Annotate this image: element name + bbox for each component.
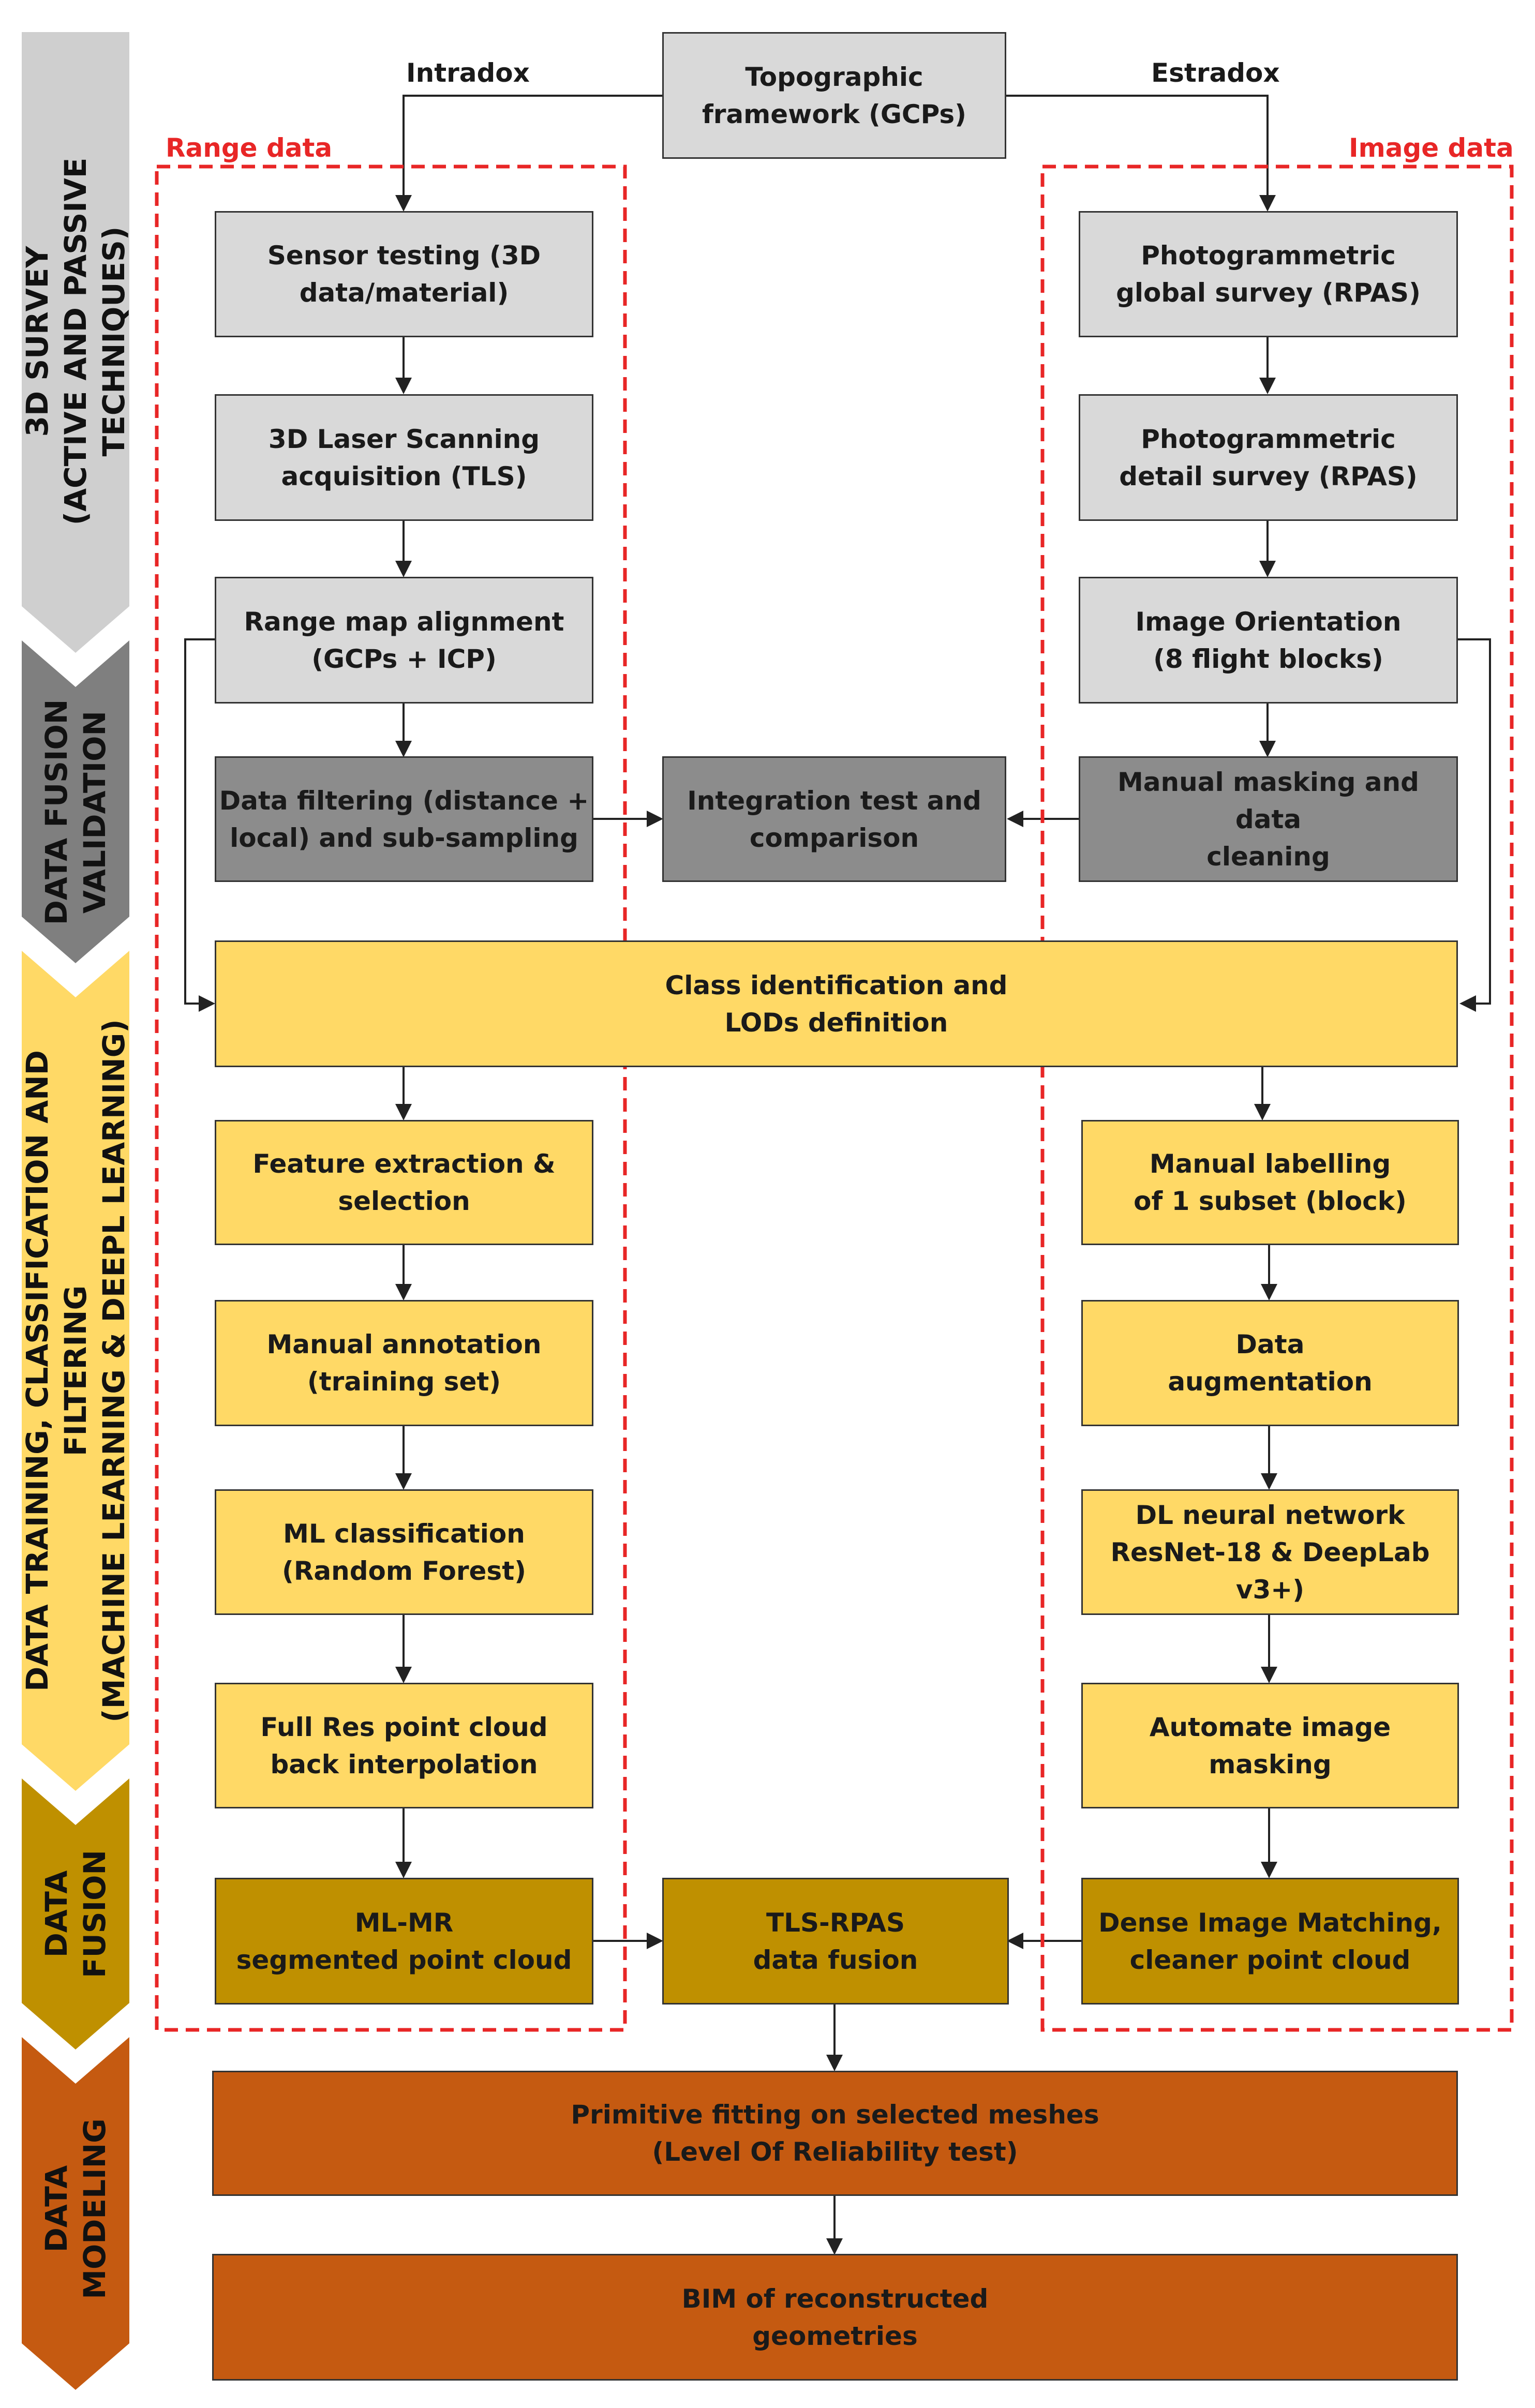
tls-rpas-fusion-box: TLS-RPAS data fusion (662, 1878, 1009, 2005)
range-data-group-border (155, 164, 627, 2032)
phase-training-shape (22, 951, 129, 1791)
dl-neural-network-box: DL neural network ResNet-18 & DeepLab v3… (1081, 1489, 1459, 1615)
estradox-label: Estradox (1151, 58, 1280, 88)
image-data-label: Image data (1349, 133, 1514, 163)
primitive-fitting-box: Primitive fitting on selected meshes (Le… (212, 2071, 1458, 2196)
arrow-orient-class (1458, 638, 1491, 1012)
full-res-point-cloud-box: Full Res point cloud back interpolation (215, 1683, 593, 1808)
feature-extraction-box: Feature extraction & selection (215, 1120, 593, 1245)
class-identification-box: Class identification and LODs definition (215, 940, 1458, 1067)
phase-survey-shape (22, 32, 129, 653)
bim-box: BIM of reconstructed geometries (212, 2254, 1458, 2381)
manual-labelling-box: Manual labelling of 1 subset (block) (1081, 1120, 1459, 1245)
ml-mr-point-cloud-box: ML-MR segmented point cloud (215, 1878, 593, 2005)
photogrammetric-detail-box: Photogrammetric detail survey (RPAS) (1079, 394, 1458, 521)
image-data-group-border (1040, 164, 1514, 2032)
topographic-framework-box: Topographic framework (GCPs) (662, 32, 1006, 159)
phase-fusion-shape (22, 1778, 129, 2050)
arrow-range-class (184, 638, 215, 1012)
phase-modeling-shape (22, 2037, 129, 2390)
dense-image-matching-box: Dense Image Matching, cleaner point clou… (1081, 1878, 1459, 2005)
manual-annotation-box: Manual annotation (training set) (215, 1300, 593, 1426)
data-filtering-box: Data filtering (distance + local) and su… (215, 756, 593, 882)
manual-masking-box: Manual masking and data cleaning (1079, 756, 1458, 882)
photogrammetric-global-box: Photogrammetric global survey (RPAS) (1079, 211, 1458, 337)
laser-scanning-box: 3D Laser Scanning acquisition (TLS) (215, 394, 593, 521)
range-map-alignment-box: Range map alignment (GCPs + ICP) (215, 577, 593, 704)
phase-validation-shape (22, 640, 129, 963)
integration-test-box: Integration test and comparison (662, 756, 1006, 882)
intradox-label: Intradox (406, 58, 530, 88)
automate-image-masking-box: Automate image masking (1081, 1683, 1459, 1808)
arrow-topo-photo-global (1006, 95, 1276, 212)
range-data-label: Range data (166, 133, 333, 163)
sensor-testing-box: Sensor testing (3D data/material) (215, 211, 593, 337)
data-augmentation-box: Data augmentation (1081, 1300, 1459, 1426)
image-orientation-box: Image Orientation (8 flight blocks) (1079, 577, 1458, 704)
arrow-topo-sensor (395, 95, 662, 212)
ml-classification-box: ML classification (Random Forest) (215, 1489, 593, 1615)
